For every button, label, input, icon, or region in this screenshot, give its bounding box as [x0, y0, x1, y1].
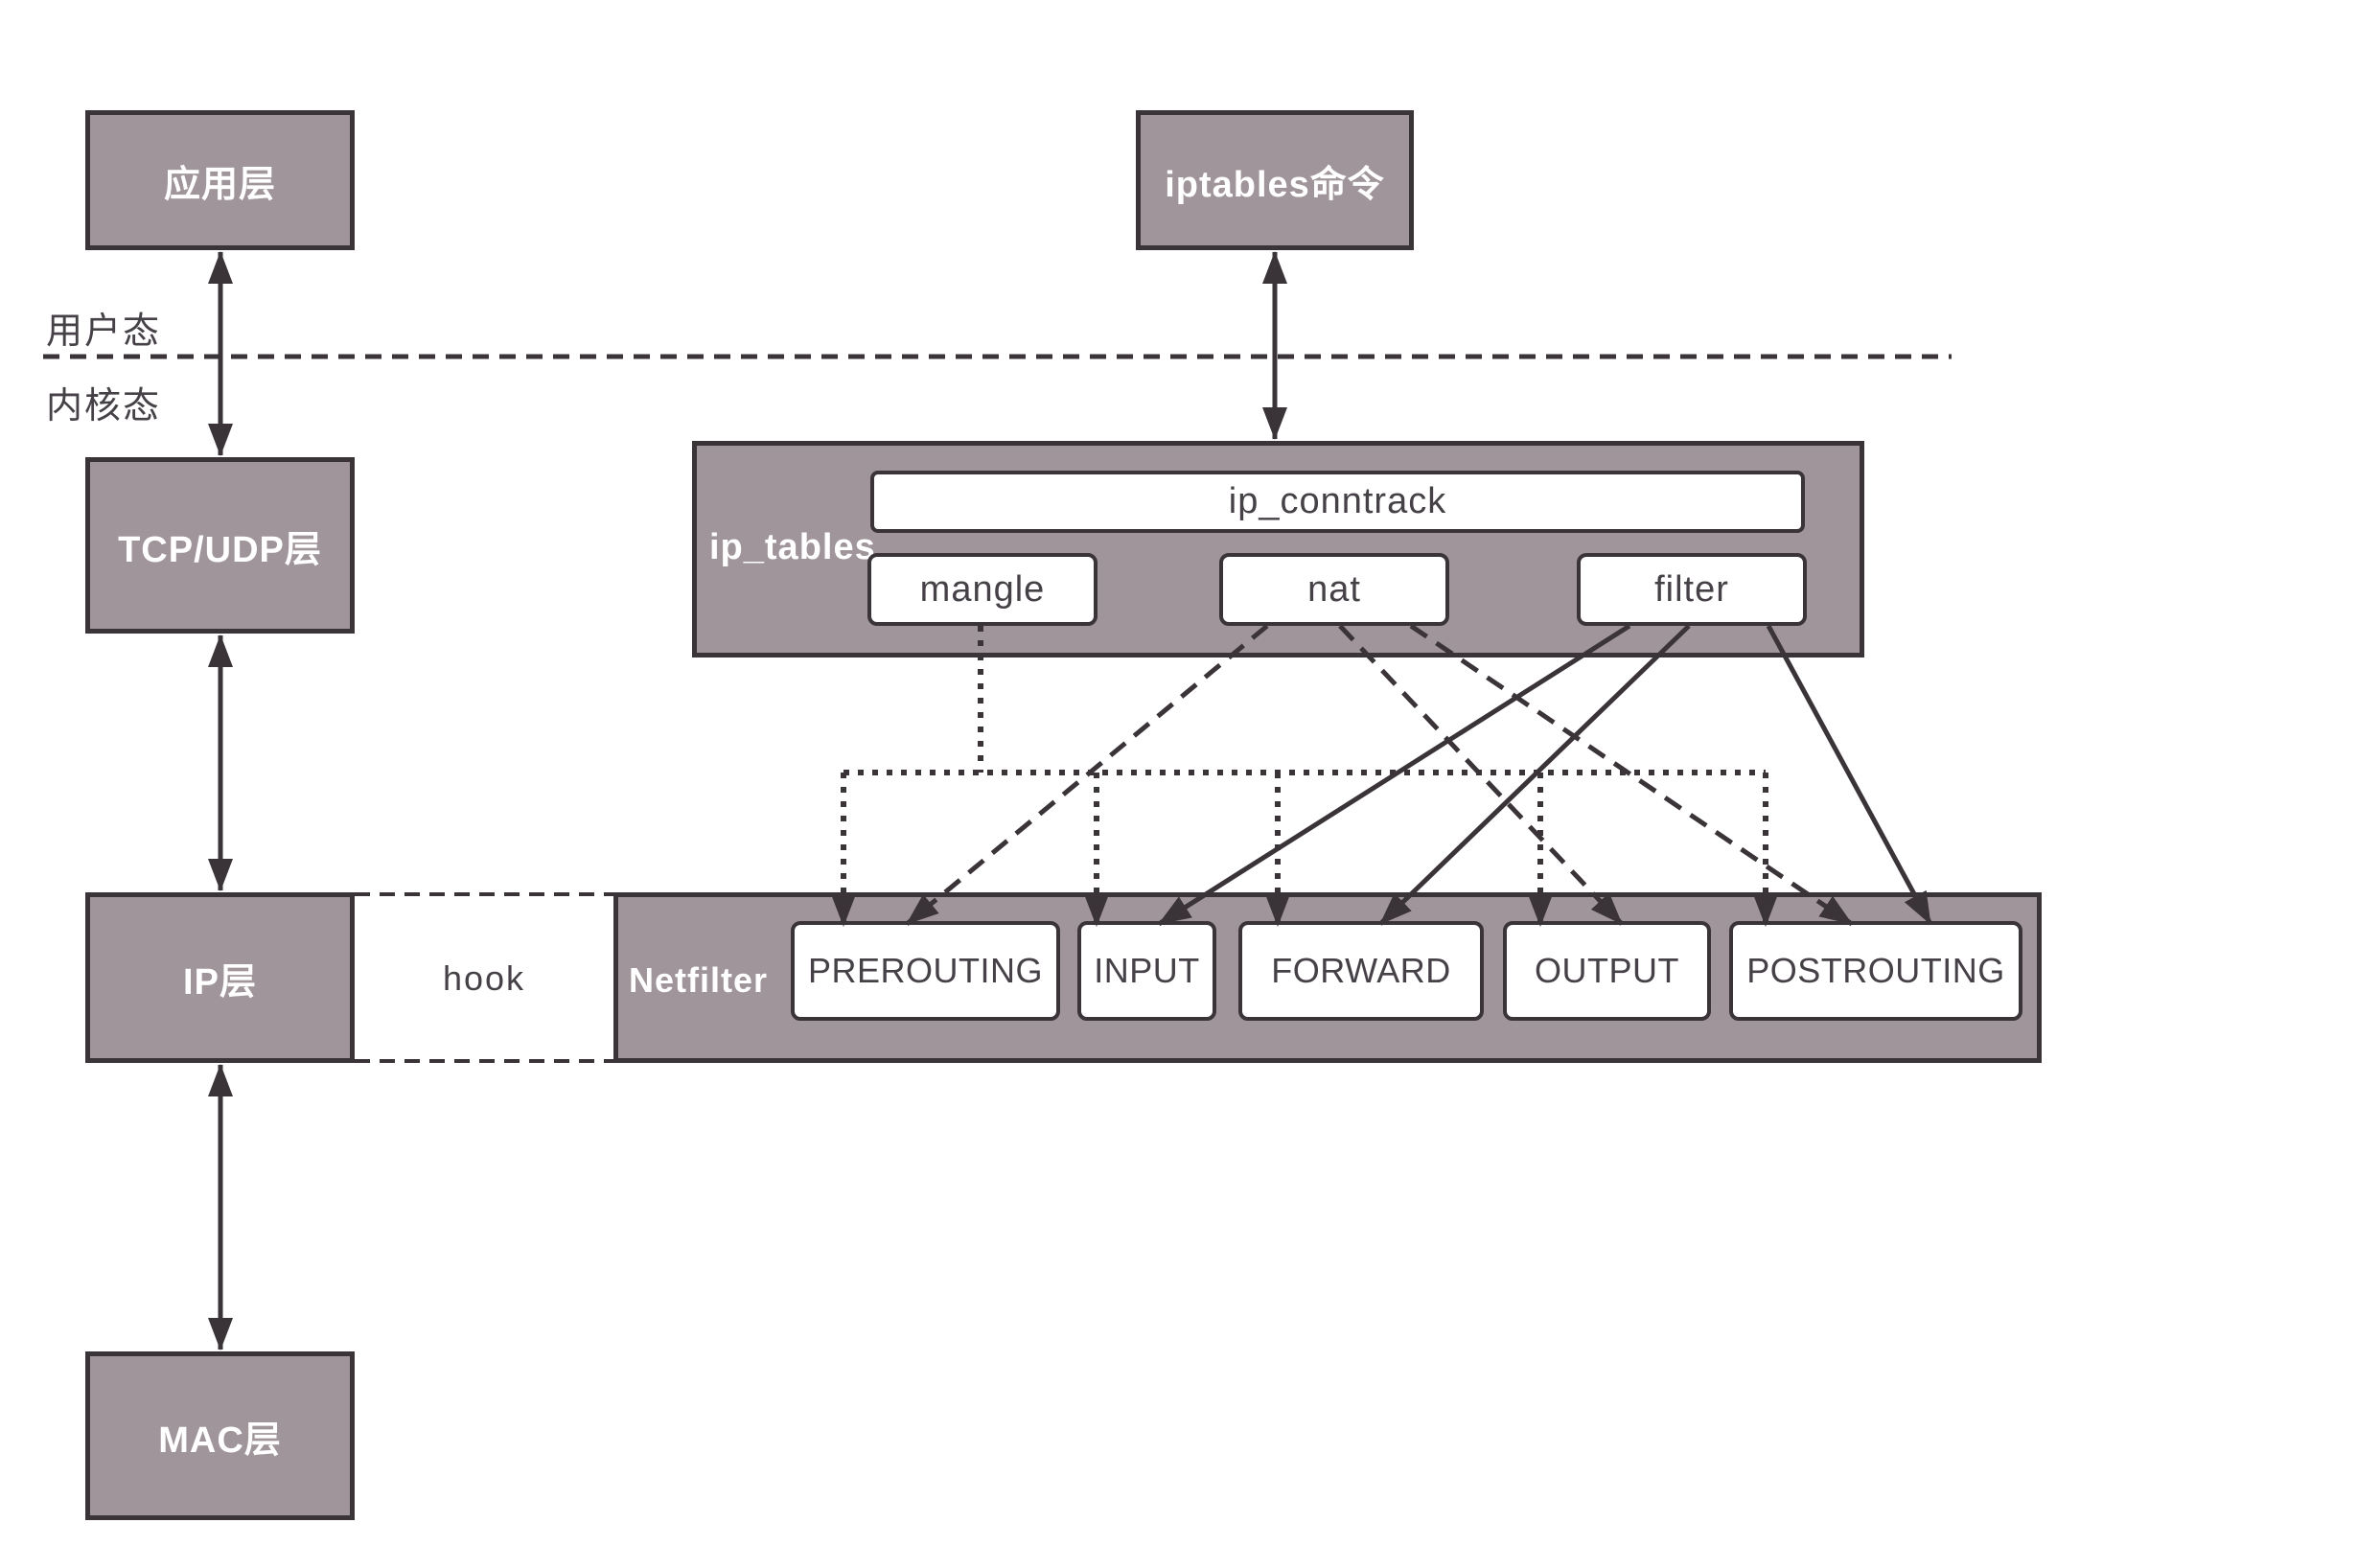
- iptables-cmd-box: iptables命令: [1136, 110, 1414, 250]
- table-box-nat: nat: [1219, 553, 1449, 626]
- chain-box-forward: FORWARD: [1238, 921, 1484, 1021]
- ip-conntrack-label: ip_conntrack: [1228, 481, 1447, 521]
- ip-conntrack-box: ip_conntrack: [870, 471, 1805, 533]
- table-label-mangle: mangle: [919, 568, 1046, 610]
- user-mode-label: 用户态: [46, 312, 162, 352]
- chain-label-postrouting: POSTROUTING: [1746, 951, 2005, 990]
- chain-label-prerouting: PREROUTING: [807, 951, 1043, 990]
- hook-label: hook: [442, 958, 526, 998]
- app-layer-label: 应用层: [163, 164, 276, 205]
- table-box-mangle: mangle: [867, 553, 1098, 626]
- iptables-cmd-label: iptables命令: [1165, 164, 1385, 205]
- table-label-nat: nat: [1307, 568, 1361, 610]
- ip-layer-label: IP层: [183, 961, 257, 1003]
- tcp-udp-layer-label: TCP/UDP层: [118, 529, 322, 570]
- ip-tables-label: ip_tables: [709, 527, 876, 567]
- table-label-filter: filter: [1654, 568, 1729, 610]
- chain-label-forward: FORWARD: [1271, 951, 1451, 990]
- ip-layer-box: IP层: [85, 892, 355, 1063]
- chain-box-input: INPUT: [1077, 921, 1216, 1021]
- chain-box-output: OUTPUT: [1503, 921, 1711, 1021]
- tcp-udp-layer-box: TCP/UDP层: [85, 457, 355, 634]
- chain-box-postrouting: POSTROUTING: [1729, 921, 2022, 1021]
- kernel-mode-label: 内核态: [46, 386, 162, 427]
- mac-layer-box: MAC层: [85, 1351, 355, 1520]
- chain-label-output: OUTPUT: [1535, 951, 1679, 990]
- chain-label-input: INPUT: [1094, 951, 1200, 990]
- mac-layer-label: MAC层: [158, 1419, 282, 1461]
- chain-box-prerouting: PREROUTING: [791, 921, 1060, 1021]
- netfilter-label: Netfilter: [629, 960, 769, 1000]
- app-layer-box: 应用层: [85, 110, 355, 250]
- table-box-filter: filter: [1577, 553, 1807, 626]
